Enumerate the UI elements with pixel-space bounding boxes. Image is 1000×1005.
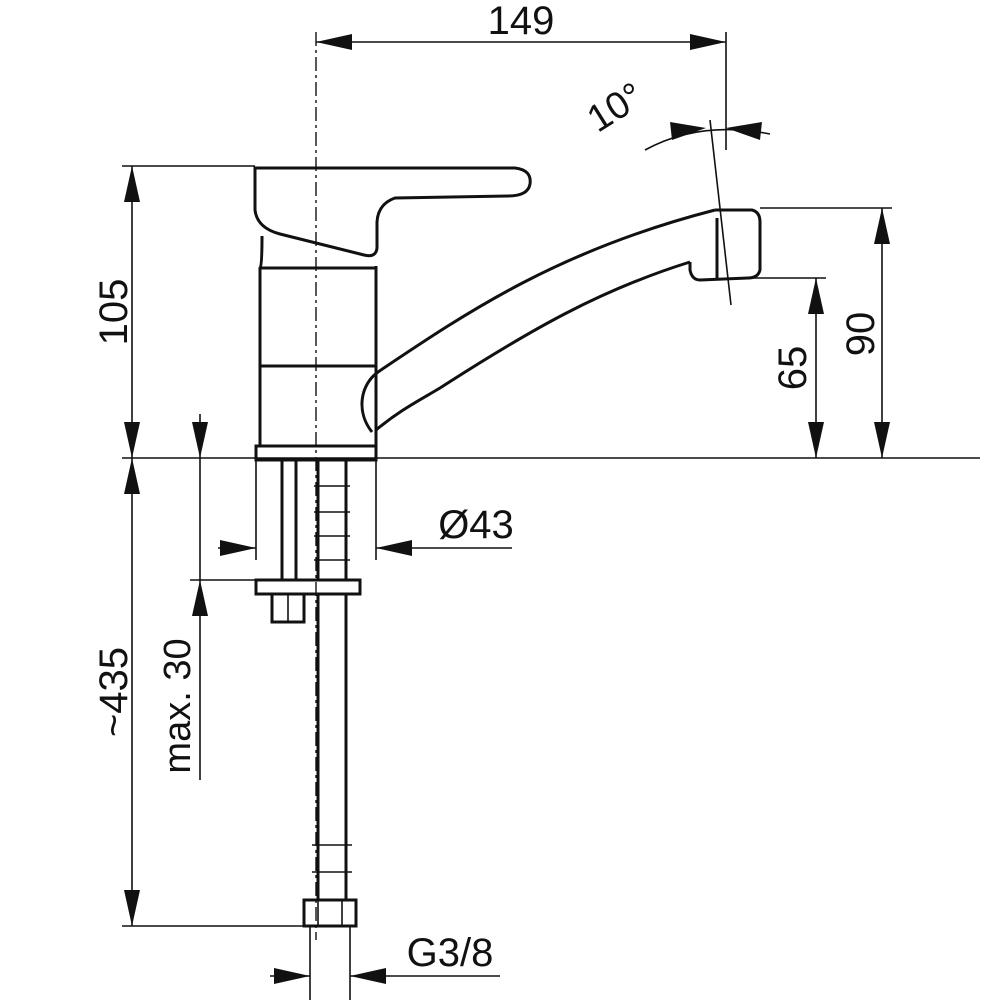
dimension-angle: 10° [580,75,771,151]
faucet-spout [360,119,762,433]
dimension-body-height-label: 105 [92,279,136,346]
faucet-body [258,235,378,448]
dimension-connection-label: G3/8 [407,931,494,975]
dimension-outlet-height-label: 65 [771,346,815,391]
mounting-plate [254,578,362,596]
dimension-width: 149 [316,0,727,150]
dimension-outlet-height: 65 [738,277,826,458]
dimension-base-diameter-label: Ø43 [438,503,514,547]
dimension-total-length: ~435 [92,458,304,927]
dimension-width-label: 149 [488,0,555,43]
dimension-total-length-label: ~435 [92,647,136,737]
mounting-nut [270,592,306,624]
hose-end-fitting [302,898,358,1000]
supply-hoses [280,458,350,582]
dimension-max-thickness: max. 30 [157,414,256,780]
dimension-body-height: 105 [92,165,980,459]
dimension-base-diameter: Ø43 [218,460,514,560]
flexible-hose [312,594,352,900]
dimension-max-thickness-label: max. 30 [157,638,199,773]
faucet-lever [253,166,532,258]
dimension-spout-height: 90 [760,207,892,458]
dimension-angle-label: 10° [580,75,651,141]
dimension-connection: G3/8 [270,931,500,984]
dimension-spout-height-label: 90 [839,312,883,357]
